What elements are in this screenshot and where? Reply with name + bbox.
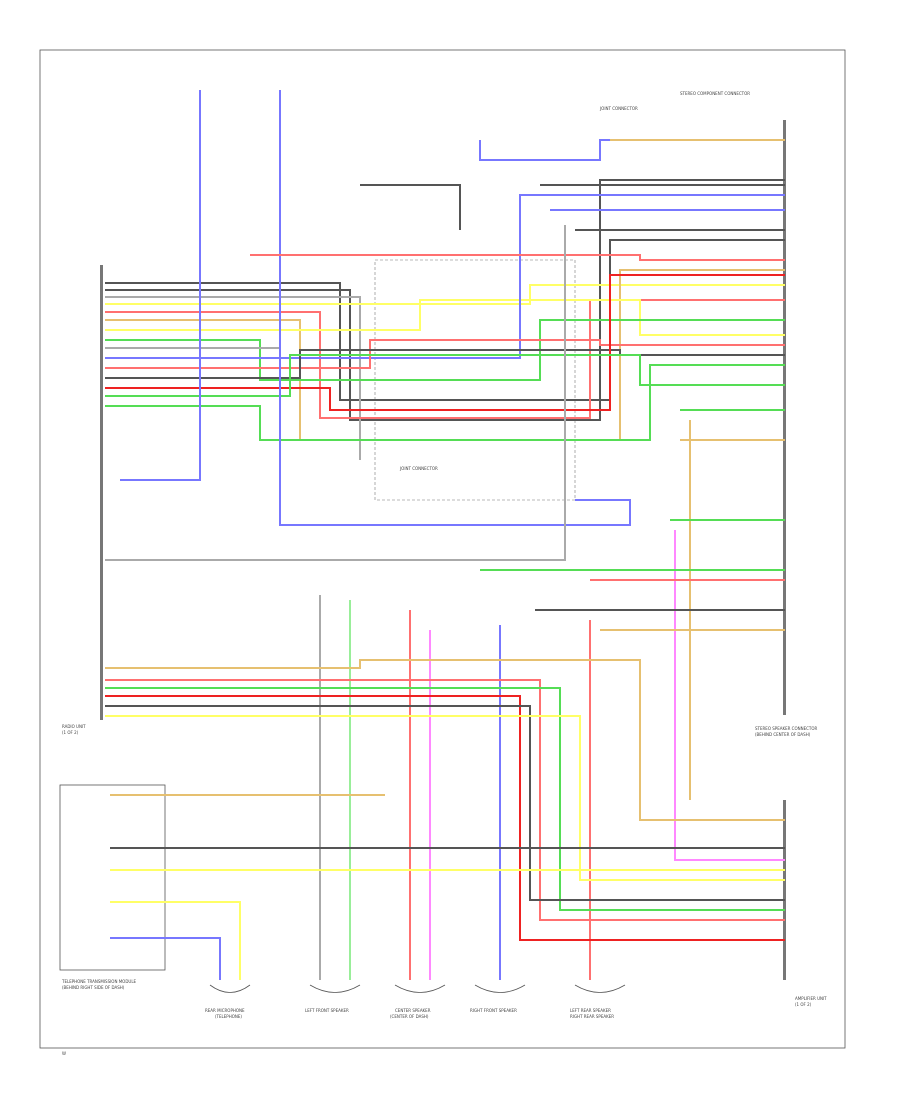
stereo-speaker-connector-sublabel: (BEHIND CENTER OF DASH) <box>755 732 811 737</box>
joint-connector-mid-label: JOINT CONNECTOR <box>399 466 438 471</box>
speaker-center-icon <box>394 984 446 993</box>
joint-connector-top-label: JOINT CONNECTOR <box>599 106 638 111</box>
lower-wires <box>105 659 785 941</box>
radio-unit-label: RADIO UNIT <box>62 724 86 729</box>
speaker-rf-label: RIGHT FRONT SPEAKER <box>470 1008 517 1013</box>
right-lower-box <box>783 800 786 980</box>
diagram-frame <box>39 49 846 1049</box>
speaker-center-sublabel: (CENTER OF DASH) <box>390 1014 429 1019</box>
amplifier-box <box>783 120 786 715</box>
speaker-rr-label: RIGHT REAR SPEAKER <box>570 1014 614 1019</box>
speaker-lr-icon <box>574 984 626 993</box>
speaker-center-label: CENTER SPEAKER <box>395 1008 431 1013</box>
radio-unit-box <box>100 265 103 720</box>
telephone-module-box <box>59 784 166 971</box>
footer-code: W <box>62 1051 66 1056</box>
rear-mic-icon <box>209 984 251 993</box>
speaker-group <box>209 984 626 993</box>
middle-wires <box>319 409 785 980</box>
telephone-module-sublabel: (BEHIND RIGHT SIDE OF DASH) <box>62 985 125 990</box>
radio-unit-sublabel: (1 OF 2) <box>62 730 79 735</box>
speaker-lf-label: LEFT FRONT SPEAKER <box>305 1008 349 1013</box>
speaker-lf-icon <box>309 984 361 993</box>
wire-bundle <box>105 179 785 470</box>
speaker-lr-label: LEFT REAR SPEAKER <box>570 1008 611 1013</box>
rear-mic-label: REAR MICROPHONE <box>205 1008 245 1013</box>
top-wires <box>105 90 785 561</box>
amplifier-label: AMPLIFIER UNIT <box>795 996 827 1001</box>
telephone-module-label: TELEPHONE TRANSMISSION MODULE <box>61 979 137 984</box>
telephone-wires <box>110 794 785 980</box>
rear-mic-sublabel: (TELEPHONE) <box>215 1014 242 1019</box>
amplifier-sublabel: (1 OF 2) <box>795 1002 812 1007</box>
stereo-connector-right-label: STEREO COMPONENT CONNECTOR <box>680 91 750 96</box>
speaker-rf-icon <box>474 984 526 993</box>
stereo-speaker-connector-label: STEREO SPEAKER CONNECTOR <box>755 726 817 731</box>
